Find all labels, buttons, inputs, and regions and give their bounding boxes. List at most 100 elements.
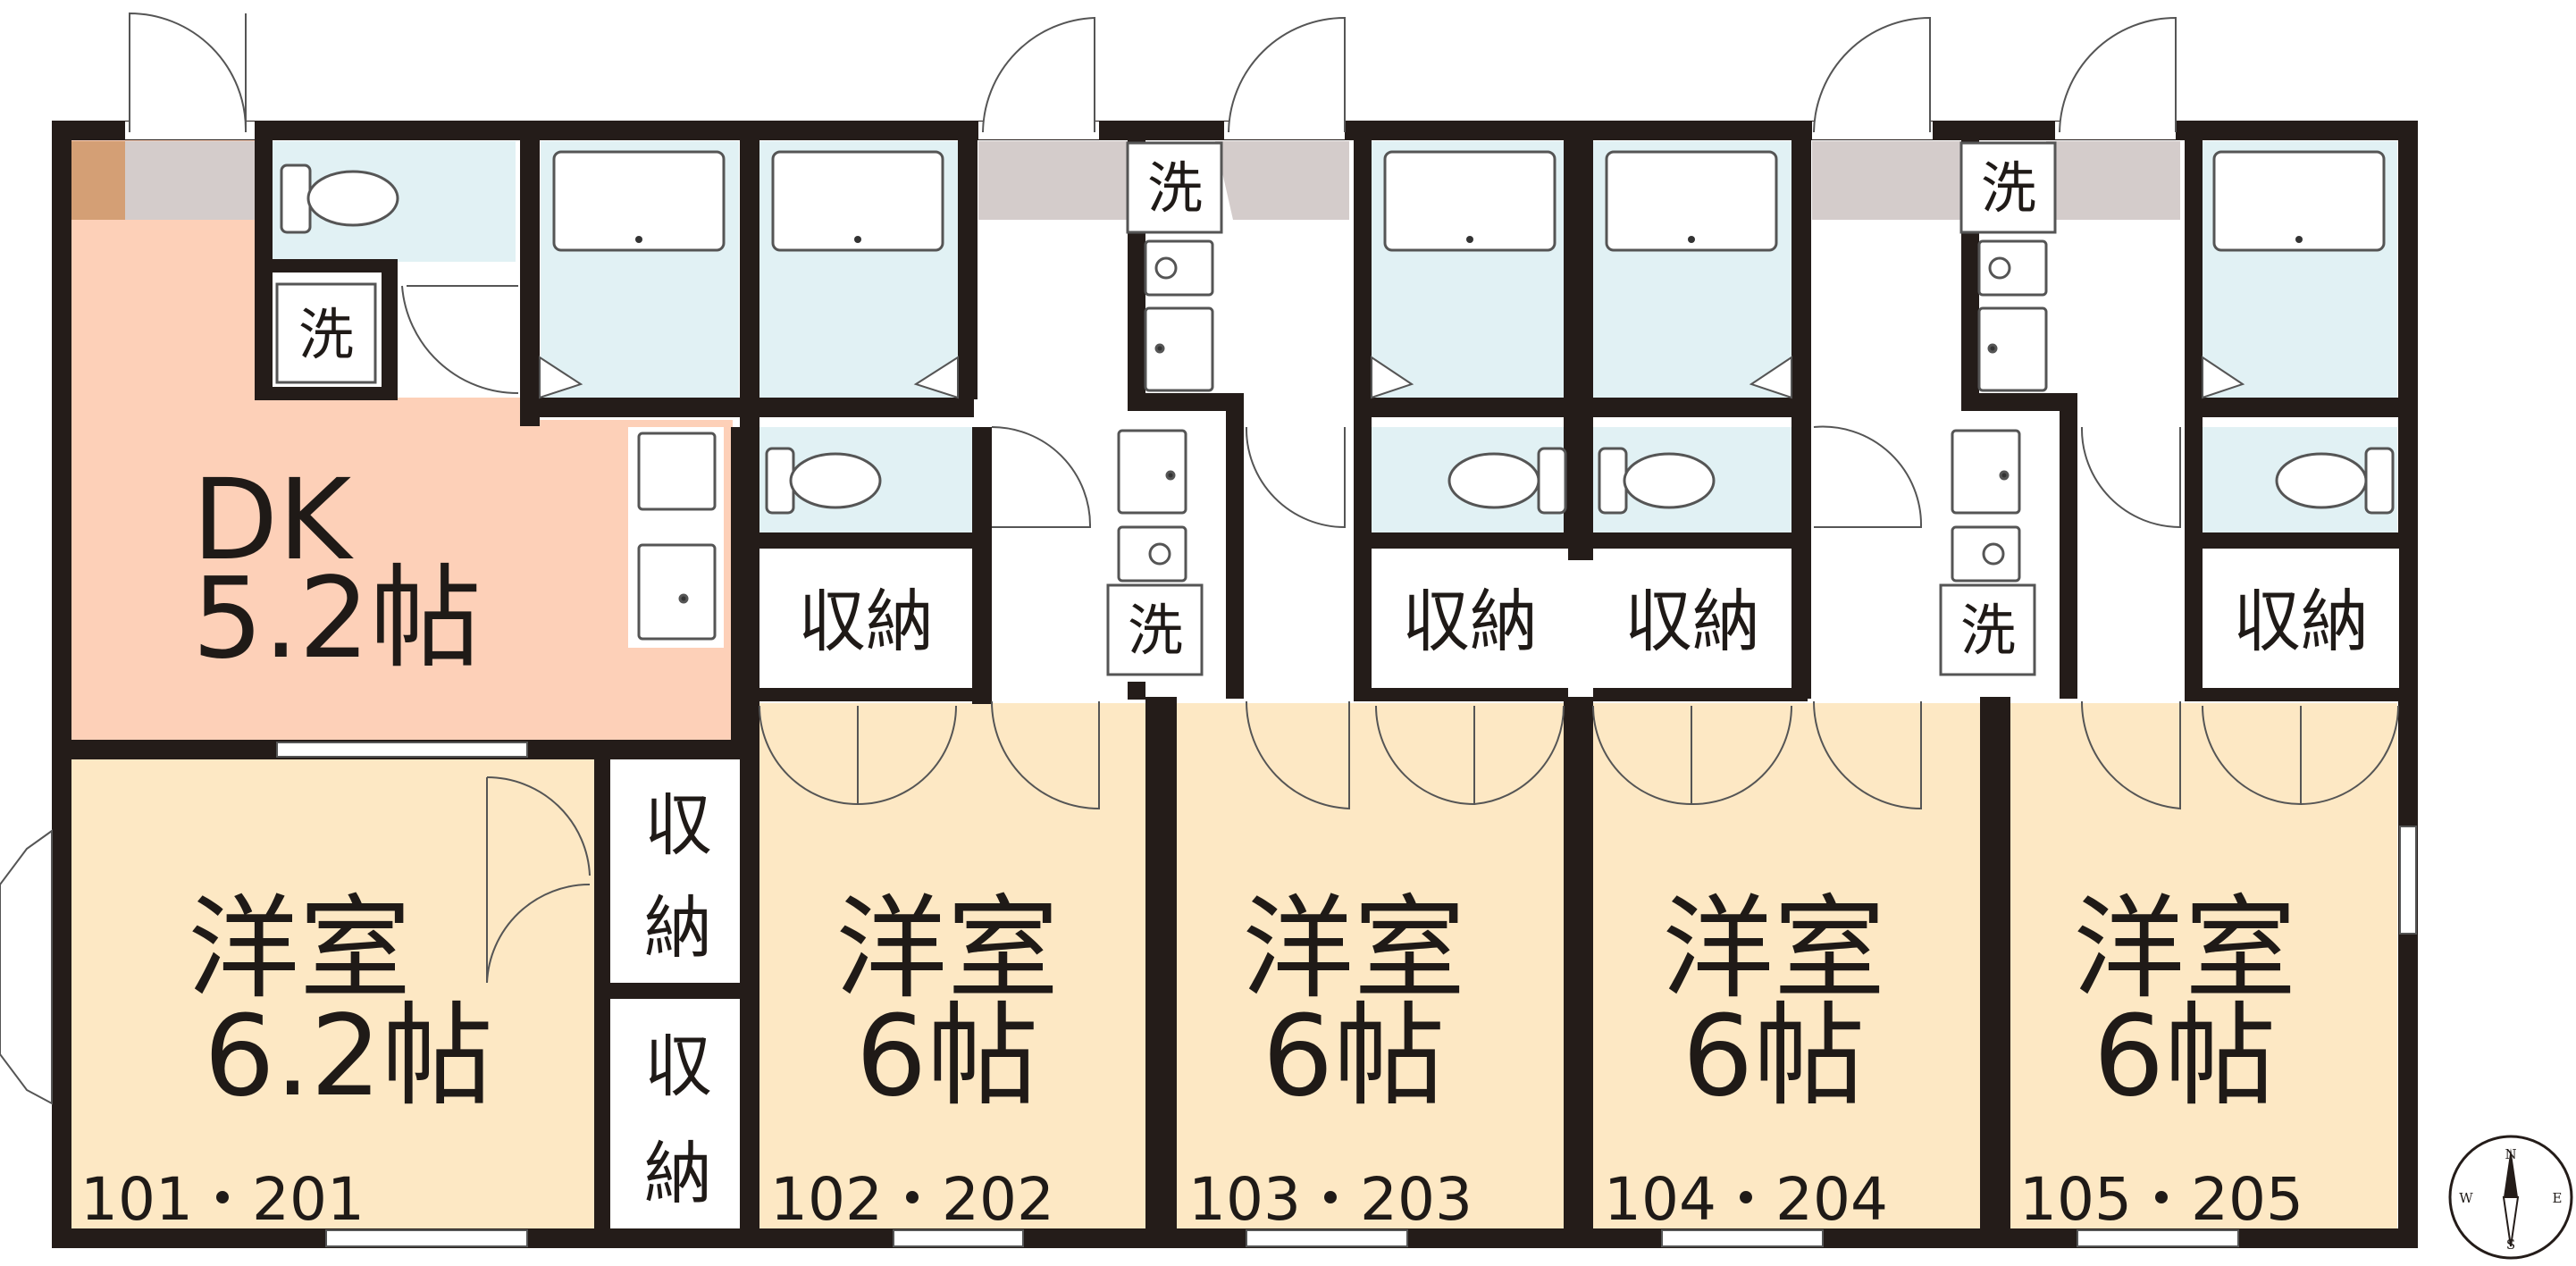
bathtub-104 [1605, 150, 1778, 252]
window-101-bottom [325, 1229, 528, 1247]
bathtub-101 [552, 150, 726, 252]
entrance-door-103 [1224, 16, 1346, 139]
kitchen-101 [637, 432, 717, 641]
unit-number-103: 103・203 [1188, 1165, 1473, 1234]
bath-doors [539, 356, 2245, 399]
toilet-103 [1447, 447, 1567, 515]
bathtub-102 [771, 150, 944, 252]
room-size-104: 6帖 [1682, 992, 1866, 1121]
wash-box-102-bottom [1106, 583, 1204, 676]
closet-104 [1593, 549, 1791, 688]
entrance-doors [125, 12, 2177, 139]
unit-number-104: 104・204 [1604, 1165, 1888, 1234]
toilet-105 [2275, 447, 2395, 515]
closets: 収納 収納 収納 収納 収 納 収 納 [625, 549, 2399, 1226]
bathtub-drains [635, 236, 2303, 243]
compass-south-needle-icon [2502, 1196, 2520, 1247]
unit-numbers: 101・201 102・202 103・203 104・204 105・205 [80, 1165, 2303, 1234]
window-105-bottom [2077, 1229, 2239, 1247]
closet-label-101-lower-2: 納 [644, 1134, 712, 1213]
wash-label-101: 洗 [298, 302, 354, 367]
windows [0, 742, 2417, 1247]
compass-e: E [2553, 1190, 2563, 1206]
closet-label-101-upper-2: 納 [644, 888, 712, 968]
closet-101-upper [625, 768, 731, 978]
room-labels: DK 5.2帖 洋室 6.2帖 洋室 6帖 洋室 6帖 洋室 6帖 洋室 6帖 [188, 456, 2296, 1121]
closet-103 [1372, 549, 1568, 688]
western-room-103-floor [1177, 703, 1564, 1228]
kitchens [637, 239, 2048, 641]
western-room-104-floor [1593, 703, 1980, 1228]
dk-room-floor [70, 138, 733, 742]
wash-label-104-bottom: 洗 [1960, 598, 2016, 663]
unit-number-105: 105・205 [2019, 1165, 2303, 1234]
room-size-102: 6帖 [856, 992, 1039, 1121]
room-name-102: 洋室 [835, 885, 1059, 1014]
wash-label-102-bottom: 洗 [1128, 598, 1183, 663]
corridor-104 [1812, 141, 1964, 220]
wash-boxes: 洗 洗 洗 洗 洗 [275, 141, 2057, 676]
room-name-101: 洋室 [188, 885, 411, 1014]
bathtubs [552, 150, 2386, 252]
interior-doors [401, 285, 2399, 984]
dk-size: 5.2帖 [192, 554, 482, 683]
window-102-bottom [893, 1229, 1024, 1247]
unit-number-101: 101・201 [80, 1165, 365, 1234]
dk-name: DK [192, 456, 354, 585]
window-105-side [2399, 826, 2417, 935]
closet-label-101-upper-1: 収 [644, 785, 712, 865]
western-room-105-floor [2010, 703, 2397, 1228]
corridor-accent [70, 141, 125, 220]
western-room-102-floor [759, 703, 1145, 1228]
room-size-105: 6帖 [2094, 992, 2277, 1121]
western-room-101-floor [70, 755, 597, 1228]
closet-101-lower [625, 1002, 731, 1226]
corridor-103 [1215, 141, 1349, 220]
toilet-104 [1598, 447, 1716, 515]
bay-window-101 [0, 829, 53, 1105]
room-name-103: 洋室 [1242, 885, 1465, 1014]
room-size-101: 6.2帖 [204, 992, 493, 1121]
window-101-top [276, 742, 528, 758]
kitchen-103 [1144, 239, 1214, 392]
room-size-103: 6帖 [1263, 992, 1446, 1121]
wash-box-101 [275, 282, 377, 384]
closet-label-103: 収納 [1402, 582, 1538, 661]
window-103-bottom [1246, 1229, 1408, 1247]
closet-102 [759, 549, 972, 688]
wash-box-104-bottom [1939, 583, 2036, 676]
unit-number-102: 102・202 [770, 1165, 1054, 1234]
wash-label-104-top: 洗 [1981, 155, 2036, 221]
walls [52, 121, 2418, 1248]
corridor-105 [2046, 141, 2180, 220]
wash-box-102-top [1126, 141, 1223, 234]
compass-s: S [2506, 1237, 2515, 1253]
window-104-bottom [1661, 1229, 1824, 1247]
compass-rose: N S W E [2448, 1135, 2573, 1260]
closet-label-101-lower-1: 収 [644, 1027, 712, 1106]
entrance-door-104 [1812, 16, 1933, 139]
wash-box-104-top [1959, 141, 2057, 234]
entrance-door-101 [125, 12, 255, 139]
kitchen-104-105 [1951, 239, 2048, 583]
compass-w: W [2459, 1190, 2473, 1206]
wash-label-102-top: 洗 [1147, 155, 1203, 221]
toilet-102 [765, 447, 882, 515]
compass-north-needle-icon [2504, 1148, 2518, 1197]
closet-label-105: 収納 [2233, 582, 2369, 661]
kitchen-102 [1117, 429, 1187, 583]
toilets [280, 163, 2395, 515]
closet-label-104: 収納 [1624, 582, 1760, 661]
entrance-door-105 [2055, 16, 2177, 139]
bathtub-103 [1383, 150, 1557, 252]
closet-105 [2203, 549, 2399, 688]
floor-fills [70, 138, 2397, 1228]
room-name-104: 洋室 [1662, 885, 1885, 1014]
compass-n: N [2505, 1146, 2516, 1162]
closet-label-102: 収納 [798, 582, 934, 661]
toilet-101 [280, 163, 399, 234]
room-name-105: 洋室 [2073, 885, 2296, 1014]
bathtub-105 [2212, 150, 2386, 252]
entrance-door-102 [978, 16, 1099, 139]
